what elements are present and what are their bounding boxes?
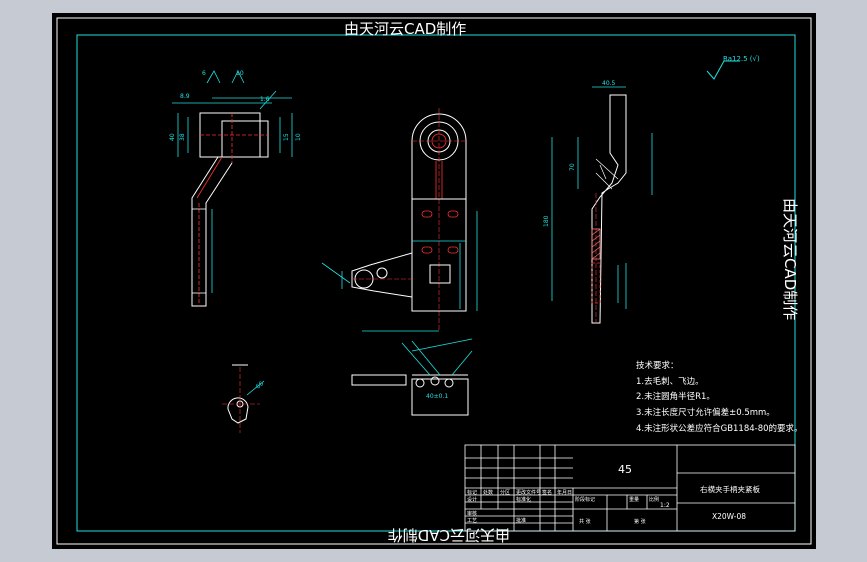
view1-dim-d: 1.6	[260, 96, 270, 103]
view-front	[321, 108, 478, 332]
title-drawing-no: X20W-08	[712, 512, 746, 521]
title-label-process: 工艺	[467, 518, 477, 524]
title-label-sheet-total: 共 张	[579, 518, 591, 525]
tech-item-2: 2.未注圆角半径R1。	[636, 391, 715, 402]
title-label-count: 处数	[483, 489, 493, 496]
view-right-profile: 40.5 70 180	[543, 80, 653, 324]
view1-dim-c: 10	[236, 70, 244, 77]
view3-dim-top: 40.5	[602, 80, 616, 87]
watermark-right: 由天河云CAD制作	[781, 198, 799, 320]
view-side-elevation: 8.9 6 10 1.6 40 38 15 10	[169, 70, 302, 307]
watermark-bottom: 由天河云CAD制作	[388, 526, 510, 544]
view3-dim-a: 70	[569, 163, 576, 171]
cad-viewport[interactable]: 由天河云CAD制作 由天河云CAD制作 由天河云CAD制作 Ra12.5 (√)…	[52, 13, 816, 549]
roughness-symbol: Ra12.5 (√)	[706, 55, 760, 80]
view-hook-detail: 66	[222, 364, 265, 433]
view1-dim-h: 10	[295, 133, 302, 141]
title-label-review: 审核	[467, 510, 477, 517]
title-label-mark: 标记	[467, 489, 477, 496]
tech-requirements: 技术要求： 1.去毛刺、飞边。 2.未注圆角半径R1。 3.未注长度尺寸允许偏差…	[636, 360, 803, 434]
tech-item-3: 3.未注长度尺寸允许偏差±0.5mm。	[636, 407, 775, 418]
title-scale: 1:2	[660, 502, 670, 509]
title-label-standardize: 标准化	[516, 496, 531, 503]
watermark-top: 由天河云CAD制作	[344, 20, 466, 38]
tech-item-4: 4.未注形状公差应符合GB1184-80的要求。	[636, 423, 803, 434]
title-label-date: 年月日	[557, 489, 572, 496]
title-block	[464, 444, 796, 532]
title-label-change-doc: 更改文件号	[516, 489, 541, 496]
view1-dim-b: 6	[202, 70, 206, 77]
title-label-sheet-no: 第 张	[634, 518, 646, 525]
title-label-approve: 批准	[516, 517, 526, 524]
title-label-scale: 比例	[649, 496, 659, 503]
title-label-weight: 重量	[629, 496, 639, 503]
tech-heading: 技术要求：	[636, 360, 679, 371]
title-material: 45	[618, 463, 632, 476]
drawing-border	[76, 34, 796, 532]
drawing-frame	[56, 17, 812, 545]
tech-item-1: 1.去毛刺、飞边。	[636, 376, 704, 387]
view5-dim: 66	[255, 380, 265, 390]
title-part-name: 右横夹手柄夹紧板	[700, 484, 760, 494]
view1-dim-f: 38	[179, 133, 186, 141]
view3-dim-b: 180	[543, 215, 550, 227]
view1-dim-a: 8.9	[180, 93, 190, 100]
view4-dim: 40±0.1	[426, 393, 448, 400]
cad-drawing: 由天河云CAD制作 由天河云CAD制作 由天河云CAD制作 Ra12.5 (√)…	[56, 17, 812, 545]
view1-dim-e: 40	[169, 133, 176, 141]
title-label-stage-mark: 阶段标记	[575, 496, 595, 503]
title-label-zone: 分区	[500, 489, 510, 496]
title-label-design: 设计	[467, 496, 477, 503]
view-assembly: 40±0.1	[351, 338, 473, 416]
title-label-signature: 签名	[542, 489, 552, 496]
view1-dim-g: 15	[283, 133, 290, 141]
roughness-label: Ra12.5 (√)	[723, 55, 760, 63]
